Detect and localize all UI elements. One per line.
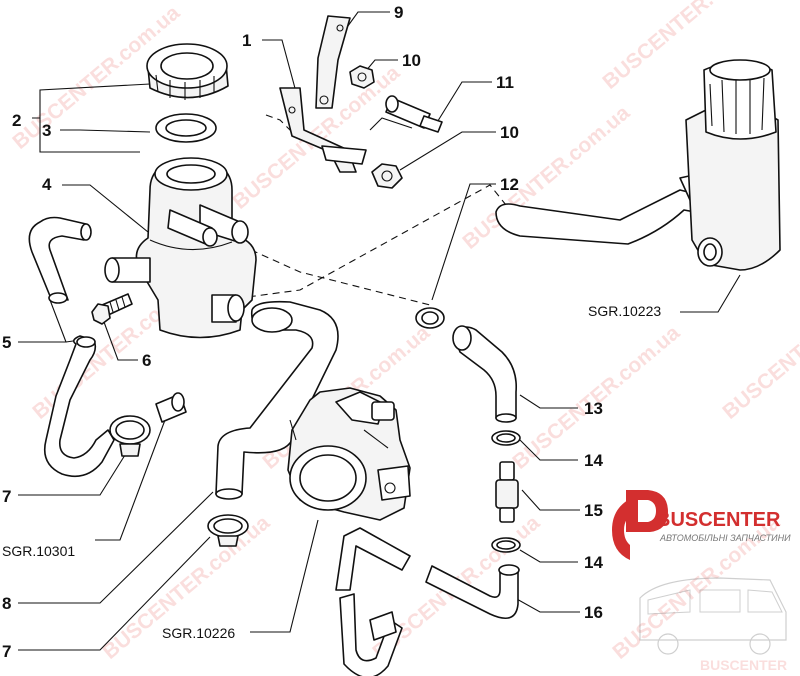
callout-2: 2 <box>12 111 21 130</box>
connector <box>495 461 519 523</box>
hose-coolant <box>28 216 92 304</box>
leader-6 <box>103 321 138 361</box>
callout-13: 13 <box>584 399 603 418</box>
connection-lines <box>224 114 511 306</box>
ref-sgr-10223: SGR.10223 <box>588 303 661 319</box>
hose-coolant-lower <box>43 335 115 478</box>
callout-8: 8 <box>2 594 11 613</box>
dash-line <box>239 244 431 306</box>
callout-14-lower: 14 <box>584 553 603 572</box>
hose-throttle <box>335 527 411 676</box>
leader-11 <box>435 81 492 125</box>
callout-7-lower: 7 <box>2 642 11 661</box>
ref-sgr-10301: SGR.10301 <box>2 543 75 559</box>
ref-sgr-10226: SGR.10226 <box>162 625 235 641</box>
leader-10b <box>399 131 496 171</box>
leader-8 <box>18 491 214 604</box>
hose-long <box>215 300 339 500</box>
callout-5: 5 <box>2 333 11 352</box>
callout-11: 11 <box>496 73 514 92</box>
leader-sgr10226 <box>250 519 319 633</box>
hose-sleeve <box>155 392 187 423</box>
logo-tagline: АВТОМОБІЛЬНІ ЗАПЧАСТИНИ <box>659 533 791 543</box>
callout-10: 10 <box>402 51 421 70</box>
leader-4 <box>62 184 149 233</box>
hose-short <box>425 564 520 620</box>
gasket-ring <box>155 113 217 143</box>
throttle-body <box>287 387 411 521</box>
leader-14b <box>519 549 578 563</box>
callout-labels: 1 2 3 4 5 6 7 8 7 9 10 11 10 12 13 14 15… <box>2 3 603 661</box>
callout-7: 7 <box>2 487 11 506</box>
bracket <box>279 87 367 173</box>
callout-10-lower: 10 <box>500 123 519 142</box>
hose-clamp <box>491 537 521 553</box>
hose-clamp <box>207 514 249 547</box>
leader-9 <box>344 11 390 31</box>
brand-logo: BUSCENTER АВТОМОБІЛЬНІ ЗАПЧАСТИНИ BUSCEN… <box>612 490 791 673</box>
leader-sgr10301 <box>95 419 166 541</box>
leader-16 <box>514 597 580 613</box>
leader-7a <box>18 454 126 496</box>
fitting <box>369 95 443 133</box>
callout-4: 4 <box>42 175 52 194</box>
logo-mark-icon <box>626 490 668 532</box>
oil-separator <box>685 59 781 271</box>
nut <box>349 65 375 89</box>
bracket-arm <box>315 15 351 109</box>
logo-name: BUSCENTER <box>656 509 781 531</box>
leader-14a <box>519 439 578 461</box>
callout-6: 6 <box>142 351 151 370</box>
leader-15 <box>521 489 580 511</box>
hose-clamp <box>109 415 151 457</box>
callout-3: 3 <box>42 121 51 140</box>
leader-3 <box>60 129 151 133</box>
leader-lines <box>18 11 741 651</box>
hose-clamp <box>415 307 445 329</box>
dash-line <box>265 114 301 141</box>
callout-9: 9 <box>394 3 403 22</box>
leader-5 <box>18 299 67 343</box>
watermark-text: BUSCENTER.com.ua <box>718 271 800 424</box>
bolt <box>91 293 133 325</box>
leader-sgr10223 <box>680 274 741 313</box>
callout-16: 16 <box>584 603 603 622</box>
expansion-housing <box>104 157 257 339</box>
reference-labels: SGR.10223 SGR.10301 SGR.10226 <box>2 303 661 641</box>
callout-12: 12 <box>500 175 519 194</box>
van-icon <box>639 577 787 655</box>
leader-1 <box>262 39 297 93</box>
leader-13 <box>519 394 578 409</box>
leader-2 <box>32 83 151 119</box>
nut <box>371 163 403 189</box>
dash-line <box>224 184 511 301</box>
hose-breather <box>452 325 518 423</box>
callout-14: 14 <box>584 451 603 470</box>
callout-1: 1 <box>242 31 251 50</box>
leader-2b <box>39 118 140 153</box>
leader-12 <box>431 183 496 301</box>
leader-7b <box>18 536 211 651</box>
filler-cap <box>146 43 229 100</box>
hose-clamp <box>491 430 521 446</box>
callout-15: 15 <box>584 501 603 520</box>
logo-watermark: BUSCENTER <box>700 657 787 673</box>
